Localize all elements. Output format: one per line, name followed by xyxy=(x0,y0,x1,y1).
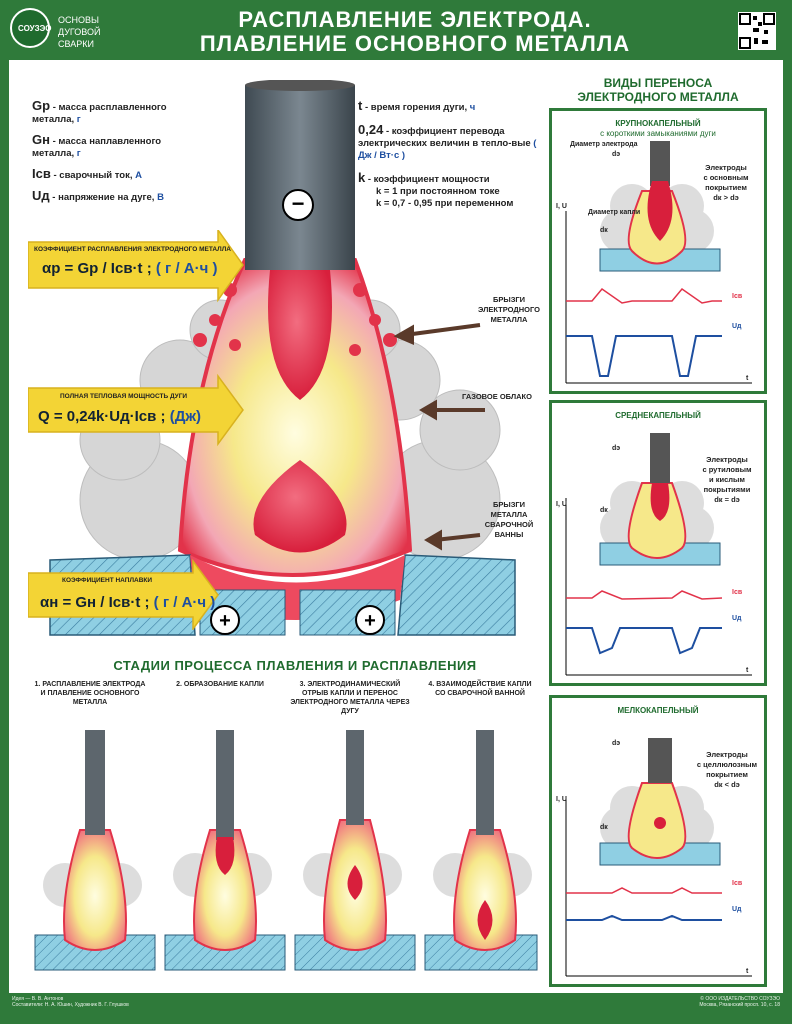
stage-3 xyxy=(294,730,416,971)
stages-title: СТАДИИ ПРОЦЕССА ПЛАВЛЕНИЯ И РАСПЛАВЛЕНИЯ xyxy=(113,658,477,673)
legend-item: t - время горения дуги, ч xyxy=(358,98,476,113)
page-number: 2 xyxy=(770,40,776,50)
stage-1 xyxy=(34,730,156,971)
melt-coef-label: КОЭФФИЦИЕНТ РАСПЛАВЛЕНИЯ ЭЛЕКТРОДНОГО МЕ… xyxy=(34,246,231,253)
logo-text: СОУЗЭО xyxy=(18,24,52,33)
title-line: ПЛАВЛЕНИЕ ОСНОВНОГО МЕТАЛЛА xyxy=(199,31,631,56)
current-label: Iсв xyxy=(732,589,743,596)
page-title: РАСПЛАВЛЕНИЕ ЭЛЕКТРОДА. ПЛАВЛЕНИЕ ОСНОВН… xyxy=(150,8,680,56)
panel-title: МЕЛКОКАПЕЛЬНЫЙ xyxy=(617,706,699,715)
deposit-label: КОЭФФИЦИЕНТ НАПЛАВКИ xyxy=(62,577,153,584)
legend-item: Uд - напряжение на дуге, В xyxy=(32,188,164,203)
panel-title: СРЕДНЕКАПЕЛЬНЫЙ xyxy=(615,411,701,420)
de-label: dэ xyxy=(612,740,621,747)
detached-drop xyxy=(253,460,347,553)
pointer-arrows xyxy=(393,323,485,551)
title-line: РАСПЛАВЛЕНИЕ ЭЛЕКТРОДА. xyxy=(238,7,592,32)
dk-label: dк xyxy=(600,824,608,831)
current-curve xyxy=(566,287,722,304)
voltage-curve xyxy=(566,627,722,655)
voltage-curve xyxy=(566,914,722,921)
voltage-label: Uд xyxy=(732,323,742,330)
globular-diagram xyxy=(565,141,752,384)
melt-formula: αр = Gр / Iсв·t ; ( г / А·ч ) xyxy=(42,260,218,277)
drop-diameter-label: Диаметр капли xyxy=(588,209,641,216)
current-label: Iсв xyxy=(732,880,743,887)
stage-2 xyxy=(164,730,286,971)
fine-diagram xyxy=(565,738,752,977)
transfer-types-title: ВИДЫ ПЕРЕНОСА ЭЛЕКТРОДНОГО МЕТАЛЛА xyxy=(549,76,767,104)
legend-item: Iсв - сварочный ток, А xyxy=(32,166,143,181)
plus-pole-left xyxy=(210,605,240,635)
logo: СОУЗЭО xyxy=(10,8,52,48)
stage-4 xyxy=(424,730,538,971)
electrode-rod xyxy=(245,85,355,270)
svg-text:−: − xyxy=(292,191,305,216)
svg-text:+: + xyxy=(364,610,376,632)
gas-cloud-label: ГАЗОВОЕ ОБЛАКО xyxy=(462,392,532,401)
power-label: ПОЛНАЯ ТЕПЛОВАЯ МОЩНОСТЬ ДУГИ xyxy=(60,393,188,400)
legend-left: Gр - масса расплавленного металла, г Gн … xyxy=(32,98,202,204)
org-line: ОСНОВЫ xyxy=(58,15,99,25)
qr-code xyxy=(738,12,776,50)
axis-x-label: t xyxy=(746,667,749,674)
title-line: ВИДЫ ПЕРЕНОСА xyxy=(603,76,713,90)
minus-pole xyxy=(282,189,314,221)
axis-y-label: I, U xyxy=(556,501,567,508)
legend-item: k = 0,7 - 0,95 при переменном xyxy=(376,198,514,209)
stage-caption: 2. ОБРАЗОВАНИЕ КАПЛИ xyxy=(176,681,264,688)
current-curve xyxy=(566,887,722,894)
org-line: СВАРКИ xyxy=(58,39,94,49)
dk-label: dк xyxy=(600,227,608,234)
spatter-electrode-label: БРЫЗГИ ЭЛЕКТРОДНОГО МЕТАЛЛА xyxy=(478,295,540,324)
spatter-stars xyxy=(193,283,397,356)
axis-x-label: t xyxy=(746,375,749,382)
legend-item: Gр - масса расплавленного металла, г xyxy=(32,98,167,125)
axis-y-label: I, U xyxy=(556,796,567,803)
org-line: ДУГОВОЙ xyxy=(58,27,101,37)
axis-x-label: t xyxy=(746,968,749,975)
de-label: dэ xyxy=(612,151,621,158)
medium-diagram xyxy=(565,433,752,676)
voltage-label: Uд xyxy=(732,615,742,622)
formula-arrows xyxy=(28,230,244,630)
voltage-curve xyxy=(566,335,722,377)
legend-item: k = 1 при постоянном токе xyxy=(376,186,500,197)
electrode-diameter-label: Диаметр электрода xyxy=(570,141,638,148)
axis-y-label: I, U xyxy=(556,203,567,210)
dk-label: dк xyxy=(600,507,608,514)
current-label: Iсв xyxy=(732,293,743,300)
spatter-pool-label: БРЫЗГИ МЕТАЛЛА СВАРОЧНОЙ ВАННЫ xyxy=(484,500,534,539)
melting-drop xyxy=(268,270,332,400)
de-label: dэ xyxy=(612,445,621,452)
legend-right: t - время горения дуги, ч 0,24 - коэффиц… xyxy=(358,98,538,210)
legend-item: k - коэффициент мощности xyxy=(358,170,490,185)
stages-illustration xyxy=(34,730,538,971)
legend-item: Gн - масса наплавленного металла, г xyxy=(32,132,162,159)
org-name: ОСНОВЫ ДУГОВОЙ СВАРКИ xyxy=(58,14,100,50)
voltage-label: Uд xyxy=(732,906,742,913)
current-curve xyxy=(566,590,723,600)
svg-text:+: + xyxy=(219,610,231,632)
plus-pole-right xyxy=(355,605,385,635)
title-line: ЭЛЕКТРОДНОГО МЕТАЛЛА xyxy=(577,90,739,104)
legend-item: 0,24 - коэффициент перевода электрически… xyxy=(358,122,537,161)
power-formula: Q = 0,24k·Uд·Iсв ; (Дж) xyxy=(38,408,202,425)
deposit-formula: αн = Gн / Iсв·t ; ( г / А·ч ) xyxy=(40,594,216,611)
